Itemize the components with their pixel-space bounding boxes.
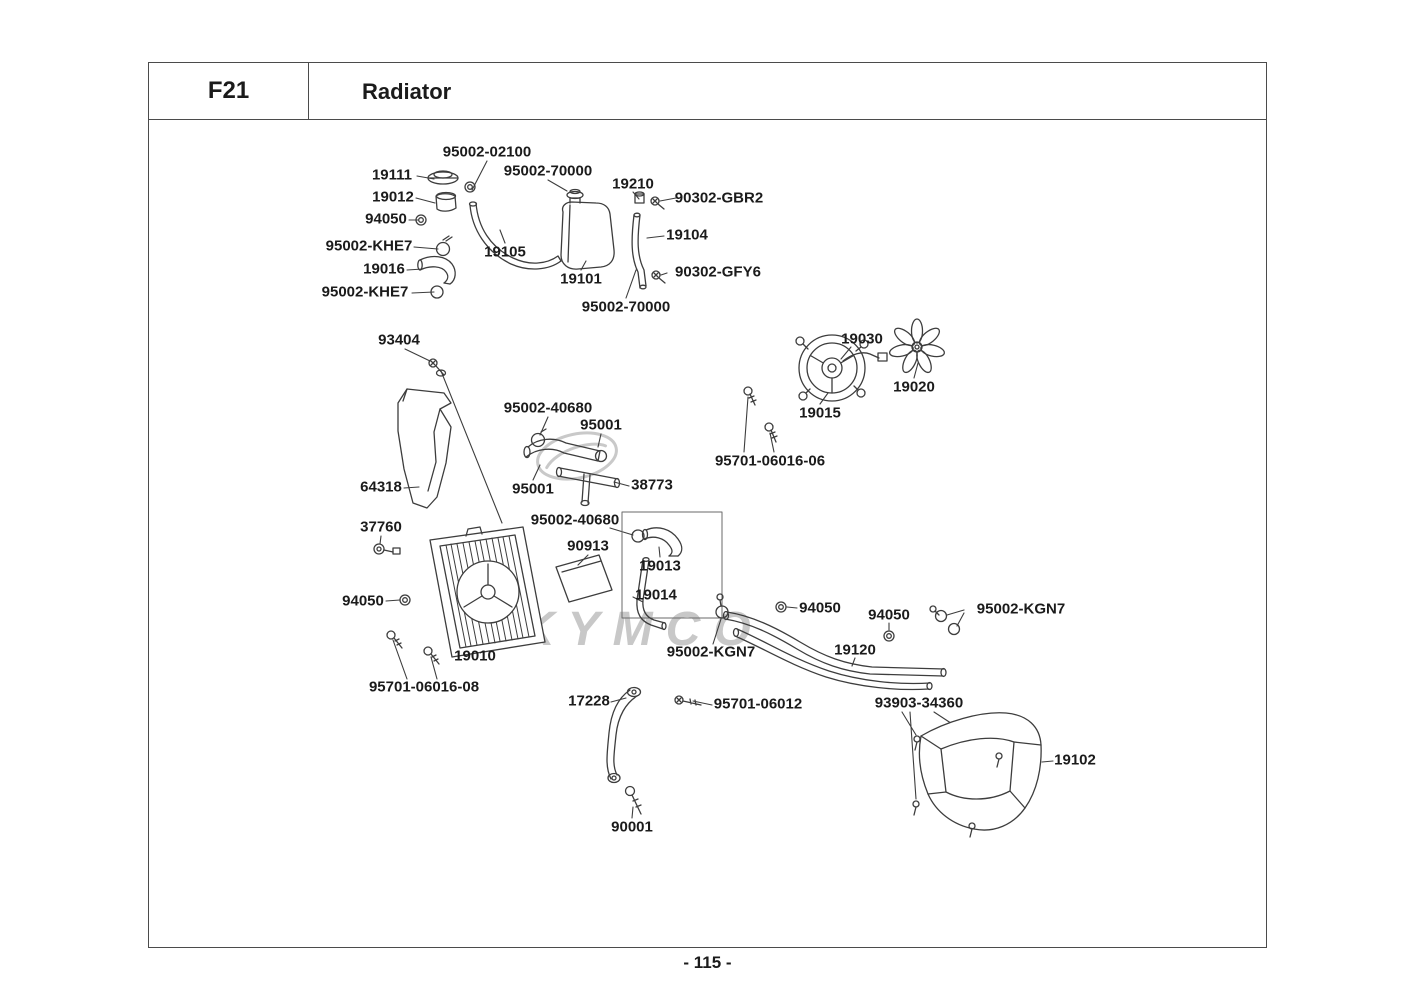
air-guide-plate-drawing <box>397 358 452 509</box>
leader-lines <box>379 160 1054 819</box>
fan-cover-drawing <box>912 712 1042 838</box>
section-code: F21 <box>207 77 250 104</box>
header-divider <box>148 119 1267 120</box>
page-number: - 115 - <box>683 953 732 972</box>
radiator-cap-assembly-drawing <box>415 170 476 299</box>
kymco-watermark-logo <box>536 431 618 481</box>
radiator-drawing <box>373 526 546 665</box>
page-title: Radiator <box>362 79 452 104</box>
fan-assembly-drawing <box>743 318 945 443</box>
section-code-box: F21 <box>148 62 309 120</box>
seal-pad-drawing <box>555 554 613 603</box>
hose-joint-drawing <box>523 428 621 507</box>
stay-bracket-drawing <box>606 686 702 815</box>
reserve-tank-drawing <box>468 188 666 290</box>
water-hose-pipe-drawing <box>621 511 723 631</box>
kymco-watermark-text: KYMCO <box>520 603 764 656</box>
water-pipes-drawing <box>715 593 961 691</box>
